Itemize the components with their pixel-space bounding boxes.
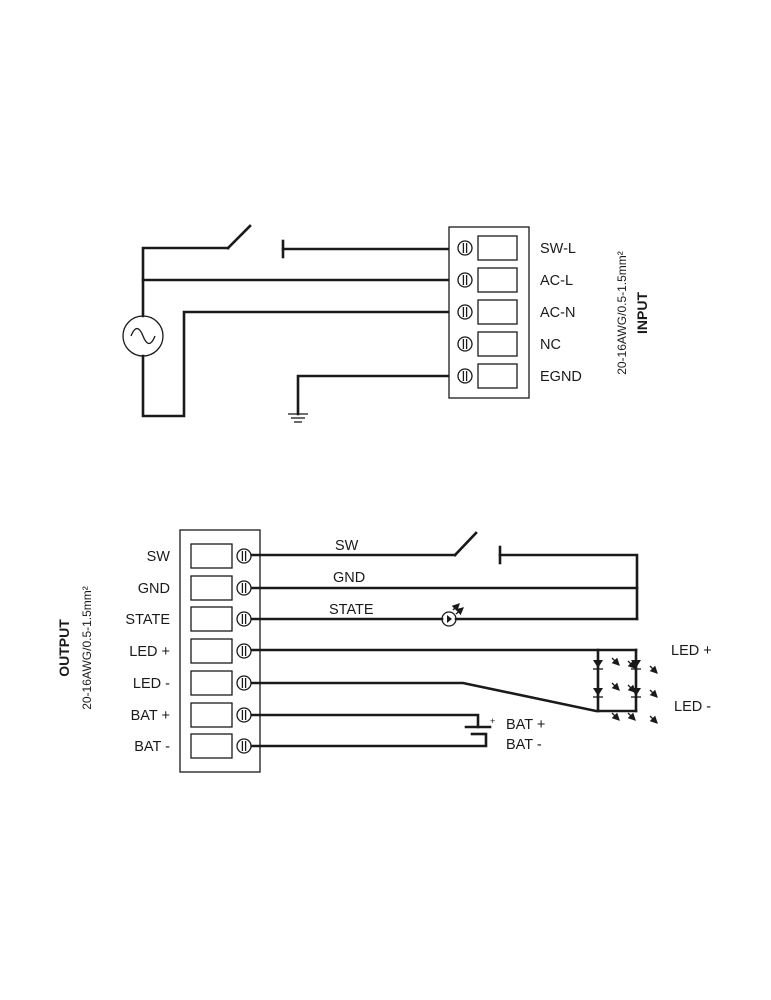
input-screw-egnd-icon [457,368,473,384]
input-wires [141,224,459,418]
state-wire-label: STATE [329,602,374,618]
input-screw-ac-n-icon [457,304,473,320]
led-array-icon [593,648,658,724]
output-slot-sw [190,543,233,569]
output-slot-bat-plus [190,702,233,728]
output-switch-lever [453,531,478,557]
output-terminal-labels: SW GND STATE LED + LED - BAT + BAT - [125,549,170,755]
input-terminal-label-sw-l: SW-L [540,241,576,257]
input-terminal-label-egnd: EGND [540,369,582,385]
output-heading: OUTPUT [56,619,72,677]
output-wire-spec: 20-16AWG/0.5-1.5mm² [80,586,94,710]
output-terminal-label-bat-minus: BAT - [134,739,170,755]
gnd-wire-label: GND [333,570,365,586]
led-plus-label: LED + [671,643,712,659]
input-screw-ac-l-icon [457,272,473,288]
ac-source-icon [122,315,164,357]
input-terminal-block [448,226,530,399]
input-slot-egnd [477,363,518,389]
output-slot-state [190,606,233,632]
output-wires [250,531,639,748]
input-terminal-label-ac-l: AC-L [540,273,573,289]
input-slot-nc [477,331,518,357]
output-terminal-label-sw: SW [147,549,171,565]
output-section: SW GND STATE LED + LED - BAT + BAT - OUTPUT 20… [56,529,712,773]
input-terminal-labels: SW-L AC-L AC-N NC EGND [540,241,582,385]
input-slot-sw-l [477,235,518,261]
output-terminal-block [179,529,261,773]
input-screw-sw-l-icon [457,240,473,256]
sw-wire-label: SW [335,538,359,554]
switch-lever [226,224,252,250]
led-minus-label: LED - [674,699,711,715]
output-slot-led-minus [190,670,233,696]
input-terminal-label-nc: NC [540,337,561,353]
bat-plus-label: BAT + [506,717,545,733]
output-terminal-label-gnd: GND [138,581,170,597]
input-section: SW-L AC-L AC-N NC EGND 20-16AWG/0.5-1.5mm² I… [122,224,650,423]
output-terminal-label-bat-plus: BAT + [131,708,170,724]
battery-icon: + [464,716,495,736]
output-terminal-label-state: STATE [125,612,170,628]
output-slot-bat-minus [190,733,233,759]
output-slot-led-plus [190,638,233,664]
output-terminal-label-led-minus: LED - [133,676,170,692]
input-terminal-label-ac-n: AC-N [540,305,575,321]
input-heading: INPUT [634,292,650,334]
battery-plus-mark: + [490,716,495,726]
ground-icon [288,413,308,423]
output-slot-gnd [190,575,233,601]
input-screw-nc-icon [457,336,473,352]
output-terminal-label-led-plus: LED + [129,644,170,660]
input-slot-ac-n [477,299,518,325]
state-indicator-icon [441,603,464,627]
bat-minus-label: BAT - [506,737,542,753]
input-wire-spec: 20-16AWG/0.5-1.5mm² [615,251,629,375]
input-slot-ac-l [477,267,518,293]
